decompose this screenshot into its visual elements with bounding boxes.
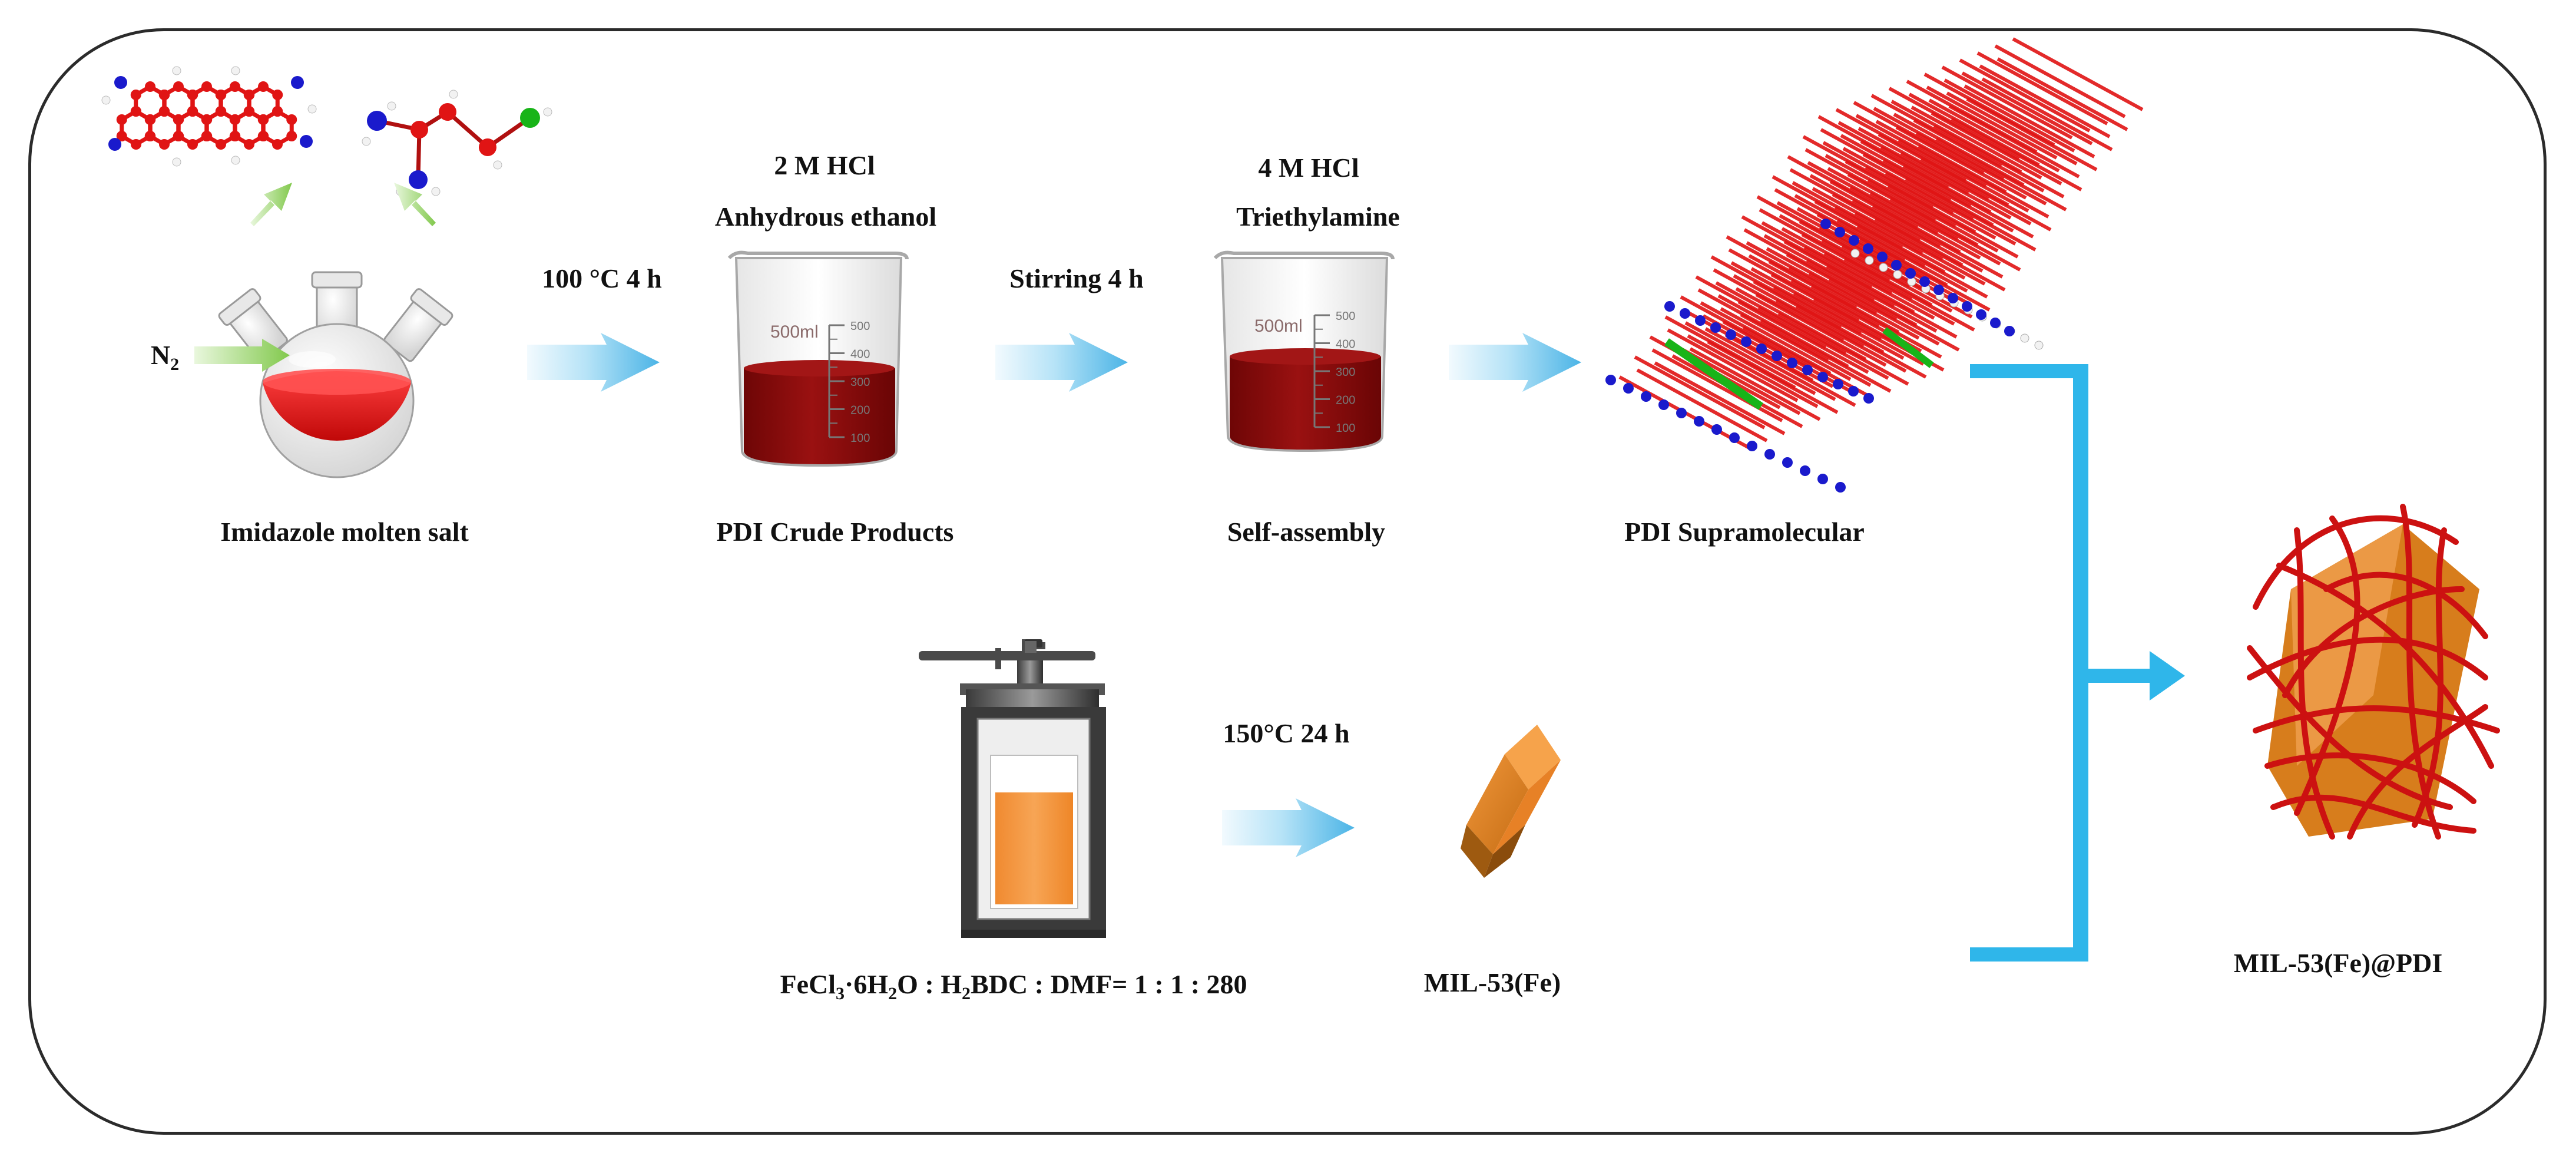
- step2-condition: Stirring 4 h: [1009, 263, 1144, 293]
- scale-tick-label: 500: [850, 320, 870, 333]
- product-caption: MIL-53(Fe)@PDI: [2233, 948, 2443, 978]
- scale-tick-label: 100: [1336, 422, 1355, 435]
- process-arrow-4: [1222, 798, 1355, 857]
- step3-caption: Self-assembly: [1227, 517, 1386, 547]
- crystal-icon: [1461, 725, 1561, 878]
- process-arrow-1: [527, 333, 660, 392]
- autoclave-icon: [919, 639, 1106, 938]
- scale-tick-label: 400: [1336, 338, 1355, 351]
- merge-bracket: [1970, 364, 2185, 962]
- three-neck-flask-icon: [218, 271, 453, 478]
- green-arrow-left: [250, 183, 292, 226]
- scale-tick-label: 200: [850, 404, 870, 417]
- step2-caption: PDI Crude Products: [716, 517, 954, 547]
- diagram-frame: [28, 28, 2547, 1135]
- scale-tick-label: 100: [850, 432, 870, 445]
- beaker-scale: 500 400 300 200 100 500ml: [770, 320, 870, 445]
- nitrogen-label: N2: [150, 340, 180, 375]
- step4-caption: PDI Supramolecular: [1624, 517, 1865, 547]
- scale-tick-label: 200: [1336, 394, 1355, 407]
- scale-tick-label: 400: [850, 348, 870, 361]
- step1-caption: Imidazole molten salt: [220, 517, 469, 547]
- composite-icon: [2247, 504, 2500, 840]
- supramolecule-icon: [1605, 37, 2144, 493]
- mof-condition: 150°C 24 h: [1223, 718, 1350, 748]
- amine-molecule-icon: [362, 90, 552, 226]
- step1-condition: 100 °C 4 h: [542, 263, 662, 293]
- step2-reagent-1: 2 M HCl: [774, 150, 875, 180]
- scale-tick-label: 300: [850, 376, 870, 389]
- process-arrow-3: [1449, 333, 1581, 392]
- scale-tick-label: 500: [1336, 310, 1355, 323]
- process-arrow-2: [995, 333, 1128, 392]
- beaker-icon: [727, 250, 909, 467]
- perylene-molecule-icon: [101, 66, 317, 167]
- beaker-scale: 500 400 300 200 100 500ml: [1254, 310, 1355, 435]
- beaker-volume-label: 500ml: [1254, 316, 1303, 336]
- scale-tick-label: 300: [1336, 366, 1355, 379]
- mof-reagent-ratio: FeCl3·6H2O : H2BDC : DMF= 1 : 1 : 280: [780, 969, 1247, 1004]
- mof-caption: MIL-53(Fe): [1423, 967, 1561, 997]
- step3-reagent-1: 4 M HCl: [1258, 153, 1359, 183]
- step3-reagent-2: Triethylamine: [1236, 201, 1400, 232]
- step2-reagent-2: Anhydrous ethanol: [714, 201, 937, 232]
- beaker-volume-label: 500ml: [770, 322, 819, 342]
- nitrogen-inlet-arrow: [194, 339, 290, 372]
- beaker-icon: [1213, 250, 1395, 452]
